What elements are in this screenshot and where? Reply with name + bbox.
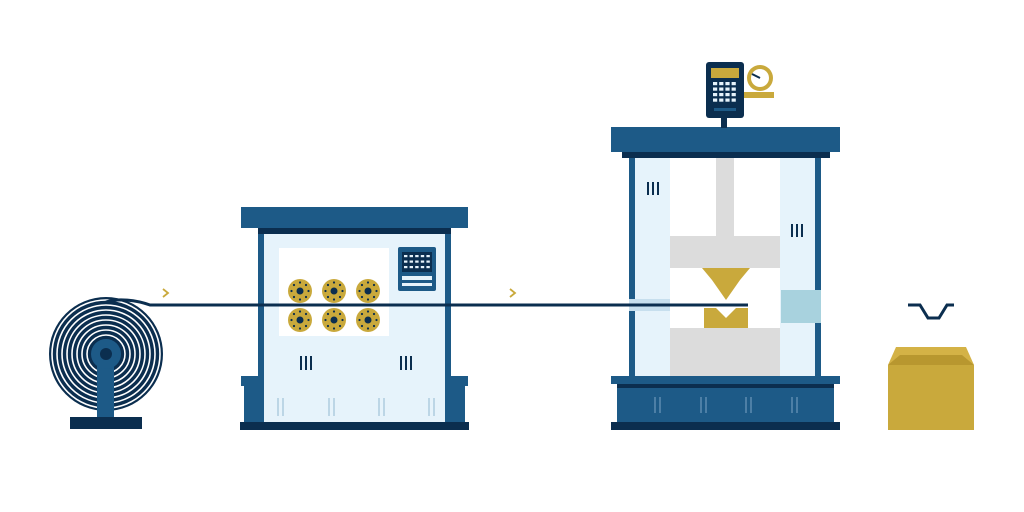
press-right-post xyxy=(815,158,821,376)
roller xyxy=(356,308,380,332)
straightener-side-right xyxy=(446,376,468,386)
chevron-right-icon xyxy=(162,288,170,298)
straightener-foot-right xyxy=(449,386,465,422)
coil-stand xyxy=(97,355,114,417)
coil-base xyxy=(70,417,142,429)
control-panel-icon xyxy=(706,62,744,118)
roller xyxy=(288,308,312,332)
pressure-gauge-icon xyxy=(744,65,774,98)
straightener-top-beam xyxy=(241,207,468,228)
roller xyxy=(288,279,312,303)
wire-coil-icon xyxy=(49,297,163,429)
straightener-base xyxy=(240,422,469,430)
roller xyxy=(322,308,346,332)
cardboard-box-icon xyxy=(888,347,974,430)
press-left-post xyxy=(629,158,635,376)
press-upper-die-tip xyxy=(712,280,740,300)
straightener-side-left xyxy=(241,376,263,386)
chevron-right-icon xyxy=(509,288,517,298)
press-ram-shaft xyxy=(716,158,734,236)
controller-stand xyxy=(721,118,727,128)
straightener-left-post xyxy=(258,234,264,422)
press-base-vents xyxy=(654,397,798,413)
press-base-bottom xyxy=(611,422,840,430)
straightener-base-vents xyxy=(277,398,435,416)
wire-strip xyxy=(105,298,748,307)
roller xyxy=(356,279,380,303)
coil-hub-center xyxy=(100,348,112,360)
straightener-right-post xyxy=(445,234,451,422)
press-upper-platen xyxy=(670,236,780,268)
press-base-strip xyxy=(617,384,834,388)
press-top-beam xyxy=(611,127,840,152)
straightener-vent-right xyxy=(400,356,412,370)
straightener-vent-left xyxy=(300,356,312,370)
straightener-top-strip xyxy=(258,228,451,234)
control-panel-icon xyxy=(398,247,436,291)
straightener-machine xyxy=(240,207,469,430)
press-vent-left xyxy=(647,182,659,195)
press-base xyxy=(617,388,834,422)
straightener-foot-left xyxy=(244,386,260,422)
wire-path xyxy=(105,298,748,307)
press-sensor xyxy=(781,290,821,323)
press-vent-right xyxy=(791,224,803,237)
press-base-top xyxy=(611,376,840,384)
press-machine xyxy=(611,62,840,430)
press-lower-die xyxy=(704,308,748,328)
press-upper-die xyxy=(702,268,750,280)
roller xyxy=(322,279,346,303)
press-top-strip xyxy=(622,152,830,158)
bent-profile-icon xyxy=(908,303,954,320)
press-lower-platen xyxy=(670,328,780,376)
roller-group xyxy=(288,279,380,332)
